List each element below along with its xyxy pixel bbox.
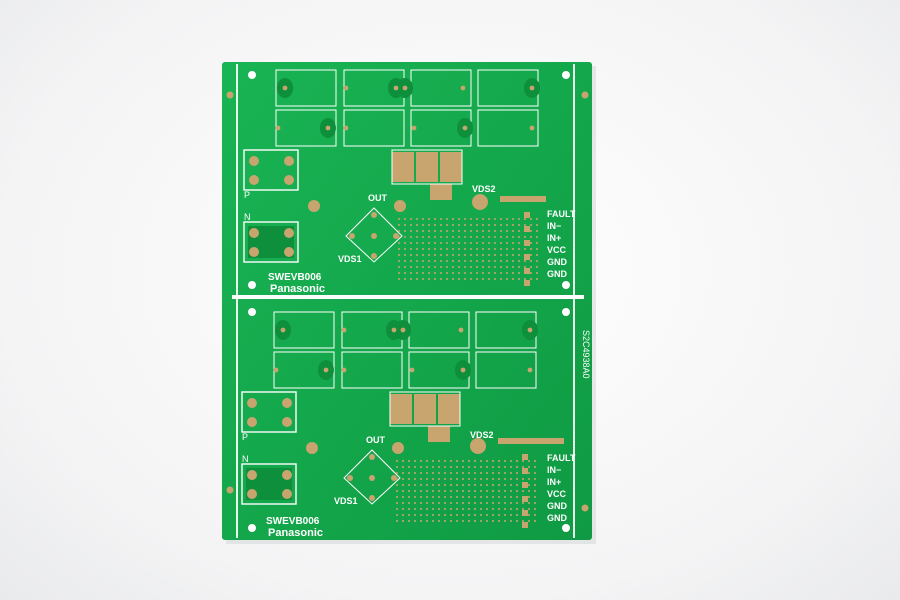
svg-text:FAULT: FAULT (547, 453, 576, 463)
out-terminal-pads (308, 200, 406, 259)
control-circuit-area (396, 456, 536, 526)
board-model: SWEVB006 (268, 272, 322, 283)
terminal-n-label: N (242, 454, 249, 464)
svg-text:GND: GND (547, 269, 568, 279)
out-terminal-outline (345, 207, 403, 263)
terminal-p-pads (249, 156, 294, 185)
rail-holes (226, 71, 589, 532)
edge-connector-strip (500, 196, 546, 202)
panel-code: S2C4938A0 (581, 330, 591, 379)
terminal-p-pads (247, 398, 292, 427)
pcb-panel (222, 62, 592, 540)
out-label: OUT (368, 193, 388, 203)
vds2-pad (470, 438, 486, 454)
terminal-p-label: P (244, 190, 250, 200)
signal-header-pins (524, 212, 530, 286)
svg-text:VCC: VCC (547, 245, 567, 255)
terminal-p-outline (241, 391, 297, 433)
brand-logo-text: Panasonic (270, 283, 325, 295)
svg-text:VCC: VCC (547, 489, 567, 499)
svg-text:FAULT: FAULT (547, 209, 576, 219)
vds2-pad (472, 194, 488, 210)
svg-text:IN−: IN− (547, 465, 561, 475)
terminal-n-pads (246, 468, 292, 500)
out-terminal-pads (306, 442, 404, 501)
vds2-label: VDS2 (472, 184, 496, 194)
vds2-label: VDS2 (470, 430, 494, 440)
board-bottom: P N OUT VDS1 VDS2 FAULT (241, 311, 576, 539)
edge-connector-strip (498, 438, 564, 444)
svg-text:GND: GND (547, 501, 568, 511)
signal-pin-labels: FAULT IN− IN+ VCC GND GND (547, 209, 576, 279)
terminal-p-label: P (242, 432, 248, 442)
svg-text:GND: GND (547, 257, 568, 267)
signal-pin-labels: FAULT IN− IN+ VCC GND GND (547, 453, 576, 523)
brand-logo-text: Panasonic (268, 527, 323, 539)
terminal-p-outline (243, 149, 299, 191)
signal-header-pins (522, 454, 528, 528)
terminal-n-outline (241, 463, 297, 505)
svg-text:IN+: IN+ (547, 233, 561, 243)
board-top: P N OUT VDS1 VDS2 (243, 69, 576, 295)
out-label: OUT (366, 435, 386, 445)
terminal-n-outline (243, 221, 299, 263)
terminal-n-pads (248, 226, 294, 258)
out-terminal-outline (343, 449, 401, 505)
control-circuit-area (398, 214, 538, 284)
power-transistors (391, 149, 463, 200)
terminal-n-label: N (244, 212, 251, 222)
vds1-label: VDS1 (334, 496, 358, 506)
board-model: SWEVB006 (266, 516, 320, 527)
svg-text:IN−: IN− (547, 221, 561, 231)
svg-text:IN+: IN+ (547, 477, 561, 487)
svg-text:GND: GND (547, 513, 568, 523)
vds1-label: VDS1 (338, 254, 362, 264)
power-transistors (389, 391, 461, 442)
